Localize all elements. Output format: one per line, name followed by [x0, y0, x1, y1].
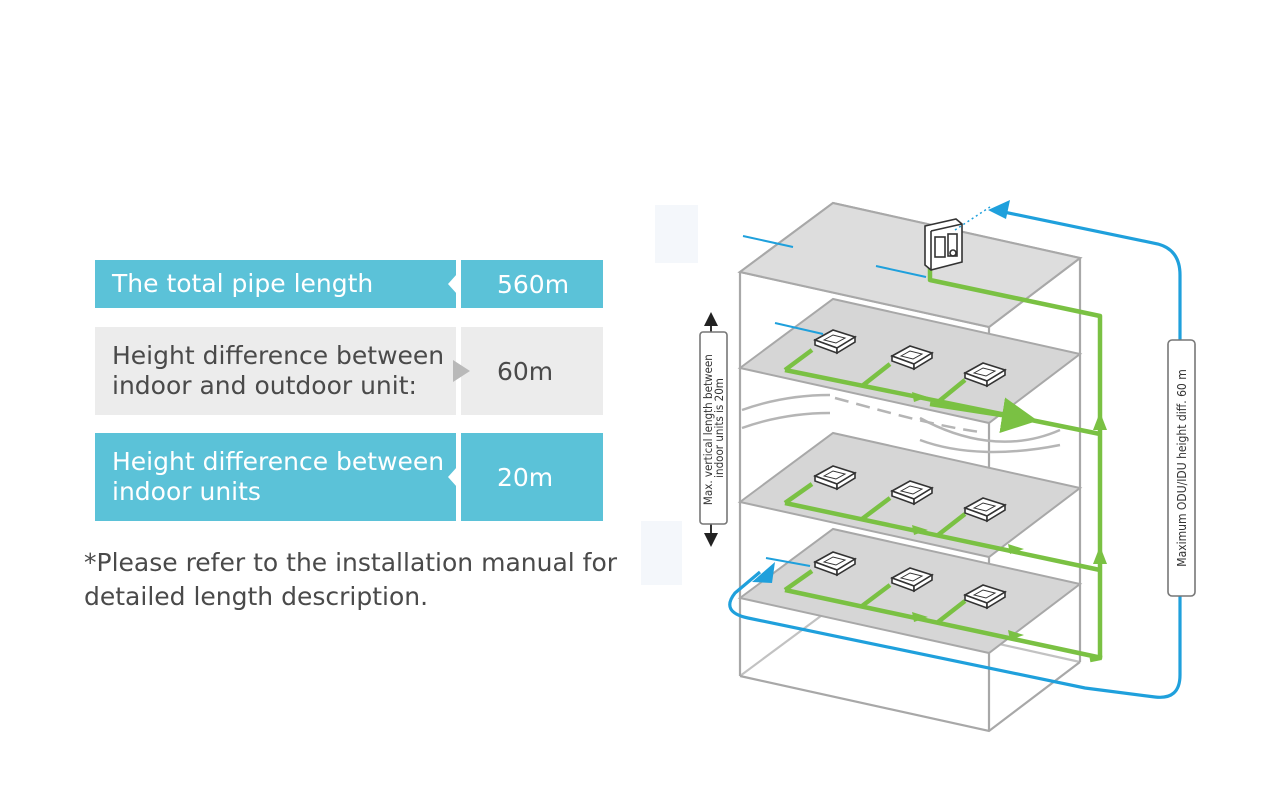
- dotted-leader: [954, 206, 991, 231]
- installation-note: *Please refer to the installation manual…: [84, 546, 644, 614]
- spec-label-line: Height difference between: [112, 447, 445, 476]
- outdoor-unit: [924, 218, 963, 271]
- roof-slab: [737, 201, 1083, 329]
- notch-icon: [448, 467, 457, 487]
- flow-arrow-icons: [912, 392, 1107, 640]
- note-line: detailed length description.: [84, 582, 429, 611]
- arrow-head-icon: [752, 562, 775, 583]
- spec-label-line: Height difference between: [112, 341, 445, 370]
- spec-label-line: indoor and outdoor unit:: [112, 371, 417, 400]
- arrow-right-icon: [453, 360, 470, 382]
- spec-row-odu-idu-height: Height difference between indoor and out…: [95, 327, 603, 415]
- odu-idu-label-box: [1167, 339, 1196, 597]
- indoor-vertical-limit-label: Max. vertical length between indoor unit…: [701, 351, 726, 505]
- background-block: [655, 205, 698, 263]
- spec-row-idu-height: Height difference between indoor units 2…: [95, 433, 603, 521]
- spec-label: Height difference between indoor and out…: [95, 327, 470, 415]
- spec-value: 60m: [461, 327, 603, 415]
- vertical-measure: [699, 312, 728, 547]
- spec-label: The total pipe length: [95, 260, 457, 308]
- spec-value: 560m: [461, 260, 603, 308]
- background-block: [641, 521, 682, 585]
- spec-label-line: indoor units: [112, 477, 261, 506]
- odu-idu-height-label: Maximum ODU/IDU height diff. 60 m: [1175, 369, 1189, 566]
- break-marks: [741, 393, 1061, 454]
- spec-row-total-pipe-length: The total pipe length 560m: [95, 260, 603, 308]
- notch-icon: [448, 274, 457, 294]
- note-line: *Please refer to the installation manual…: [84, 548, 618, 577]
- spec-label: Height difference between indoor units: [95, 433, 457, 521]
- refrigerant-pipes: [783, 268, 1103, 663]
- spec-value: 20m: [461, 433, 603, 521]
- arrow-head-icon: [988, 200, 1010, 219]
- odu-idu-height-arrow: [728, 209, 1182, 699]
- spec-label-line: The total pipe length: [112, 269, 374, 298]
- leader-lines: [742, 235, 927, 567]
